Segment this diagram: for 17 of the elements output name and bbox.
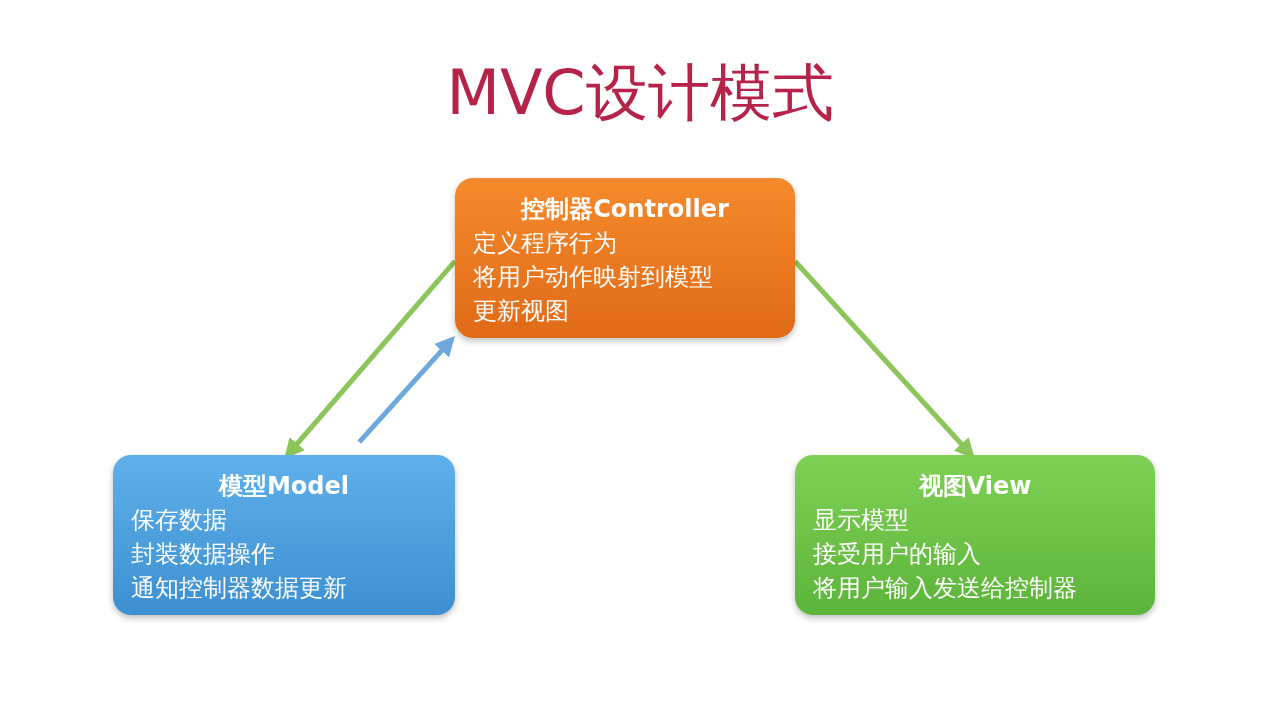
box-text: 显示模型 — [813, 505, 910, 536]
process-box — [795, 455, 1155, 615]
box-text: 将用户动作映射到模型 — [473, 262, 714, 293]
box-heading: 控制器Controller — [519, 194, 730, 225]
box-text: 封装数据操作 — [131, 539, 276, 570]
box-heading: 视图View — [917, 471, 1033, 502]
box-heading: 模型Model — [217, 471, 351, 502]
box-text: 更新视图 — [473, 296, 570, 327]
process-box — [113, 455, 455, 615]
process-box — [455, 178, 795, 338]
box-text: 定义程序行为 — [473, 228, 618, 259]
title: MVC设计模式 — [446, 56, 834, 131]
arrow — [357, 335, 455, 444]
box-text: 保存数据 — [131, 505, 228, 536]
box-text: 将用户输入发送给控制器 — [813, 573, 1078, 604]
box-text: 通知控制器数据更新 — [131, 573, 348, 604]
box-text: 接受用户的输入 — [813, 539, 982, 570]
